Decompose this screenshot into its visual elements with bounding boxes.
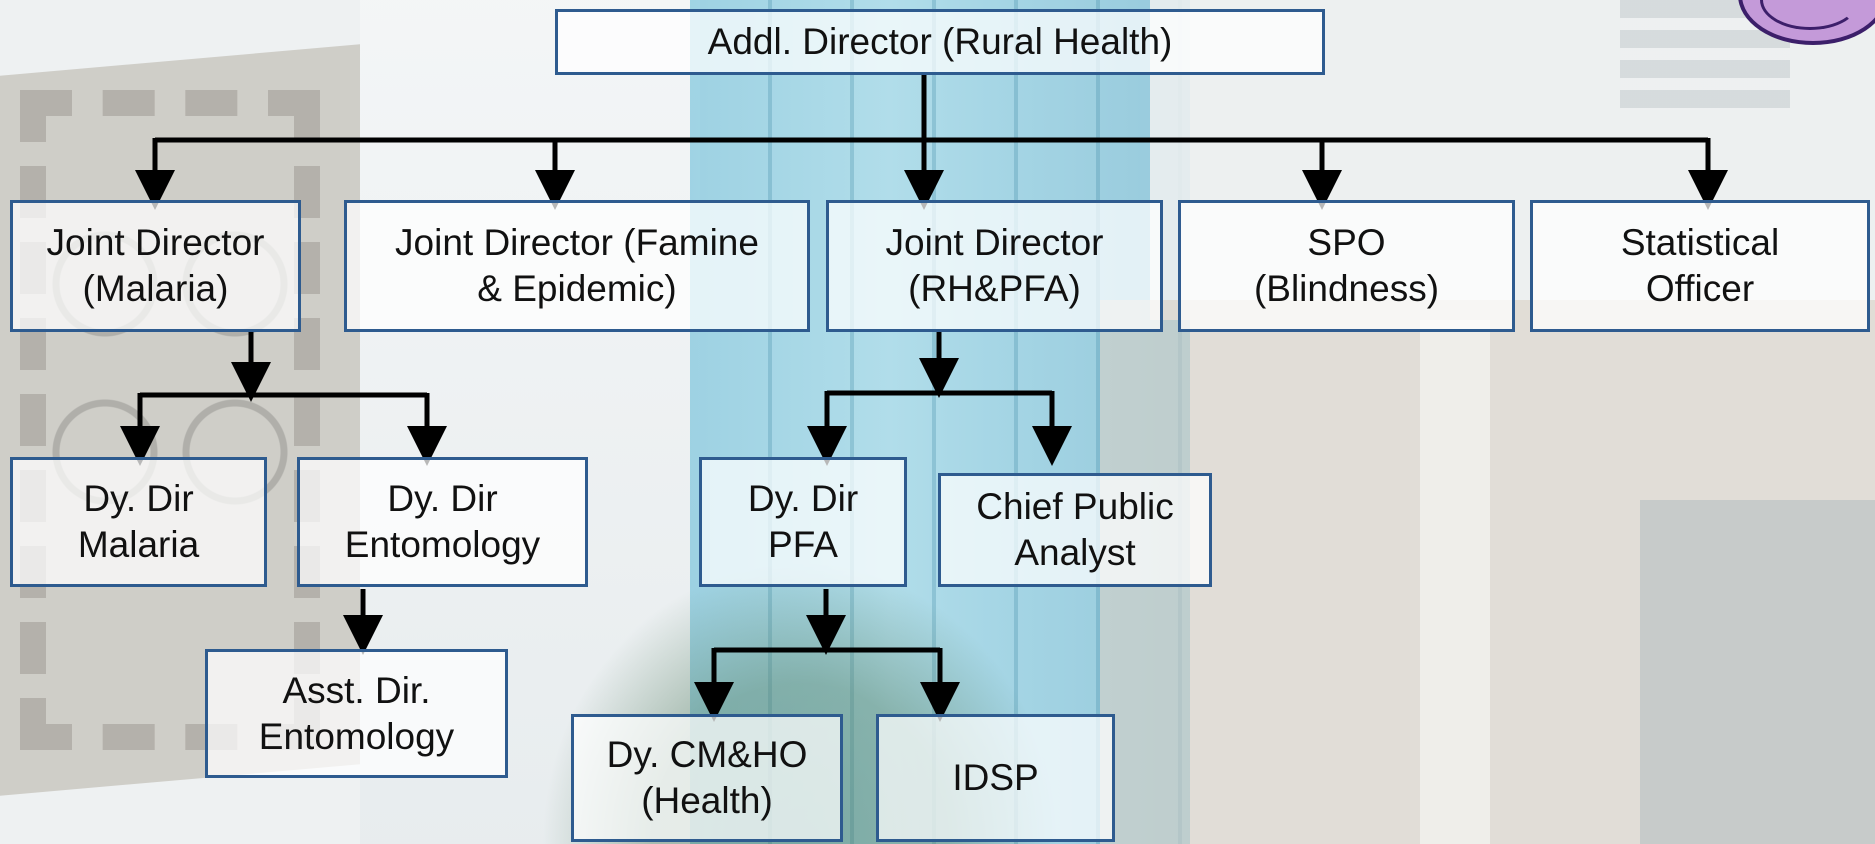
node-asst-dir-entomology: Asst. Dir.Entomology xyxy=(205,649,508,778)
node-addl-director: Addl. Director (Rural Health) xyxy=(555,9,1325,75)
node-joint-director-rhpfa: Joint Director(RH&PFA) xyxy=(826,200,1163,332)
node-idsp: IDSP xyxy=(876,714,1115,842)
node-dy-cmho-health: Dy. CM&HO(Health) xyxy=(571,714,843,842)
node-joint-director-malaria: Joint Director(Malaria) xyxy=(10,200,301,332)
node-spo-blindness: SPO(Blindness) xyxy=(1178,200,1515,332)
node-joint-director-famine: Joint Director (Famine& Epidemic) xyxy=(344,200,810,332)
